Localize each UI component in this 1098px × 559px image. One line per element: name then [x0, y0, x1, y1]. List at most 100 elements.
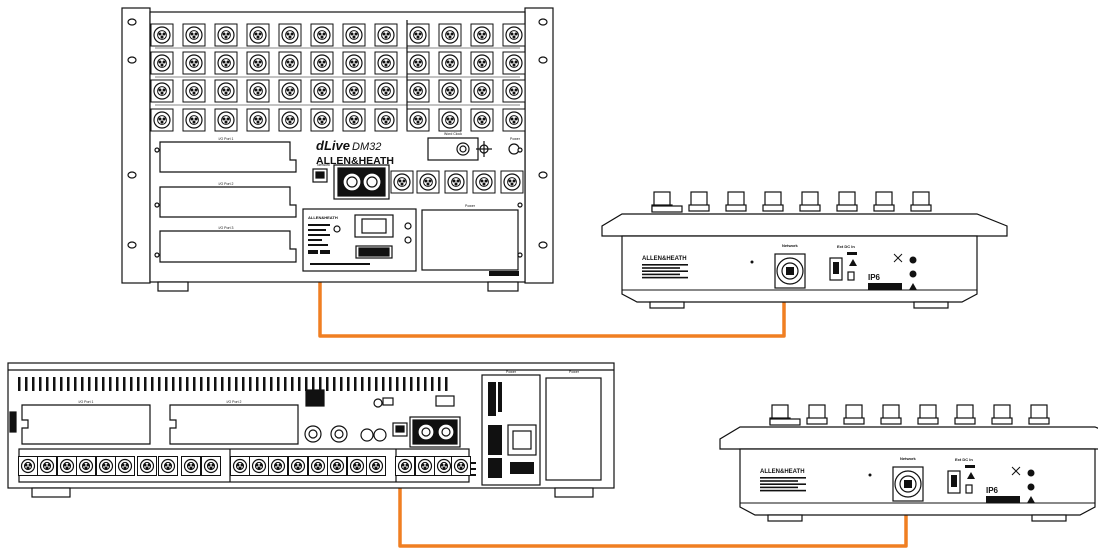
vent-gap [406, 377, 409, 391]
xlr-connector [395, 456, 415, 476]
remote-text-line [642, 273, 680, 276]
vent-slot [298, 377, 301, 391]
xlr-connector [37, 456, 57, 476]
vent-slot [284, 377, 287, 391]
remote-tab [651, 205, 683, 213]
xlr-connector [327, 456, 347, 476]
vent-slot [221, 377, 224, 391]
remote-bezel [601, 213, 1008, 237]
vent-slot [158, 377, 161, 391]
knob [845, 404, 863, 420]
io-port-3-label: I/O Port 3 [219, 226, 234, 230]
vent-slot [403, 377, 406, 391]
xlr-connector [502, 51, 526, 75]
stage-io-port-2-label: I/O Port 2 [227, 400, 242, 404]
xlr-connector [214, 23, 238, 47]
vent-gap [413, 377, 416, 391]
vent-slot [333, 377, 336, 391]
hazard-icon [909, 283, 917, 290]
xlr-connector [434, 456, 454, 476]
xlr-connector [278, 23, 302, 47]
knob-collar [836, 204, 858, 212]
xlr-connector [150, 23, 174, 47]
xlr-connector [342, 79, 366, 103]
knob-collar [806, 417, 828, 425]
xlr-connector [500, 170, 524, 194]
vent-gap [399, 377, 402, 391]
xlr-connector [438, 108, 462, 132]
xlr-connector [246, 108, 270, 132]
vent-slot [67, 377, 70, 391]
xlr-connector [230, 456, 250, 476]
vent-gap [385, 377, 388, 391]
word-clock-panel [427, 137, 479, 161]
xlr-connector [246, 51, 270, 75]
rack-network-label: Network [317, 163, 330, 167]
vent-gap [357, 377, 360, 391]
vent-slot [319, 377, 322, 391]
vent-slot [151, 377, 154, 391]
xlr-connector [96, 456, 116, 476]
vent-slot [263, 377, 266, 391]
xlr-connector [406, 51, 430, 75]
recycle-icon [1027, 469, 1035, 477]
remote-ip-rating: IP6 [986, 486, 999, 495]
xlr-connector [502, 79, 526, 103]
vent-slot [200, 377, 203, 391]
xlr-connector [150, 79, 174, 103]
recycle-icon [909, 256, 917, 264]
dsub-connector [435, 395, 455, 407]
remote-bezel [719, 426, 1098, 450]
vent-gap [371, 377, 374, 391]
remote-barcode [868, 283, 902, 290]
stage-unit: I/O Port 1 I/O Port 2 Power Powe [7, 362, 615, 498]
stage-io-plate-1 [21, 404, 151, 445]
hazard-icon [1027, 496, 1035, 503]
xlr-output-row [18, 456, 471, 476]
rack-ear-left [121, 7, 151, 284]
xlr-connector [416, 170, 440, 194]
vent-slot [207, 377, 210, 391]
xlr-connector [438, 23, 462, 47]
xlr-connector [115, 456, 135, 476]
vent-slot [60, 377, 63, 391]
vent-slot [389, 377, 392, 391]
vent-slot [326, 377, 329, 391]
vent-gap [350, 377, 353, 391]
vent-slot [417, 377, 420, 391]
knob-collar [688, 204, 710, 212]
xlr-connector [502, 108, 526, 132]
remote-network-label: Network [900, 456, 917, 461]
knob-collar [843, 417, 865, 425]
vent-slot [214, 377, 217, 391]
knob [808, 404, 826, 420]
vent-slot [368, 377, 371, 391]
xlr-connector [470, 23, 494, 47]
xlr-connector [201, 456, 221, 476]
xlr-connector [444, 170, 468, 194]
xlr-connector [246, 79, 270, 103]
xlr-connector [451, 456, 471, 476]
stage-io-port-1-label: I/O Port 1 [79, 400, 94, 404]
knob [919, 404, 937, 420]
knob [838, 191, 856, 207]
vent-slot [347, 377, 350, 391]
vent-gap [322, 377, 325, 391]
xlr-connector [214, 51, 238, 75]
vent-slot [305, 377, 308, 391]
remote-led [750, 260, 754, 264]
xlr-connector [310, 51, 334, 75]
vent-slot [18, 377, 21, 391]
xlr-connector [150, 51, 174, 75]
remote-brand: ALLEN&HEATH [760, 469, 805, 475]
xlr-connector [278, 108, 302, 132]
xlr-connector [310, 108, 334, 132]
rack-brand-small: ALLEN&HEATH [308, 215, 338, 220]
rack-unit: I/O Port 1 I/O Port 2 I/O Port 3 dLive D… [121, 7, 554, 292]
knob [912, 191, 930, 207]
vent-slot [235, 377, 238, 391]
